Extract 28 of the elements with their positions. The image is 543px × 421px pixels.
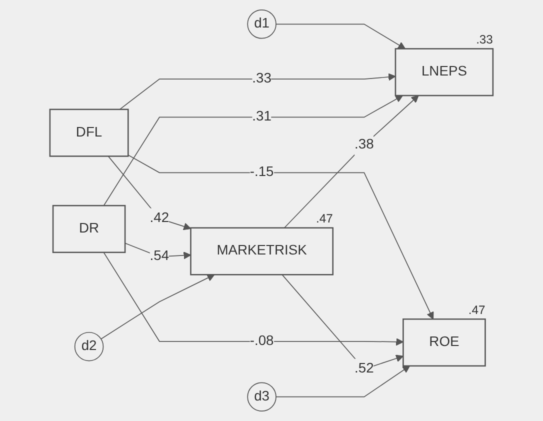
arrow xyxy=(103,95,404,206)
arrow xyxy=(276,24,406,50)
edge-label: .38 xyxy=(354,137,374,152)
coefficient-label: .47 xyxy=(468,302,486,317)
arrow xyxy=(100,274,215,340)
arrow xyxy=(108,156,192,230)
edge-label: .52 xyxy=(354,361,374,376)
node-circle: d1 xyxy=(247,10,276,39)
arrow xyxy=(284,95,419,228)
edge-label: .31 xyxy=(252,109,272,124)
node-box: DFL xyxy=(49,108,129,157)
edge-label: -.08 xyxy=(250,334,274,348)
node-box: ROE xyxy=(402,318,486,367)
node-box: LNEPS xyxy=(394,48,494,96)
node-box: DR xyxy=(52,204,126,254)
node-circle: d3 xyxy=(247,382,276,412)
arrow xyxy=(119,73,396,110)
node-circle: d2 xyxy=(74,332,104,362)
coefficient-label: .47 xyxy=(316,212,333,226)
coefficient-label: .33 xyxy=(476,32,493,47)
node-box: MARKETRISK xyxy=(190,227,334,276)
edge-label: .54 xyxy=(150,248,170,264)
edge-label: .33 xyxy=(252,71,272,86)
edge-label: -.15 xyxy=(250,164,274,180)
arrow xyxy=(276,366,410,398)
edge-label: .42 xyxy=(150,210,170,226)
arrow xyxy=(128,154,434,320)
arrow xyxy=(103,252,404,346)
